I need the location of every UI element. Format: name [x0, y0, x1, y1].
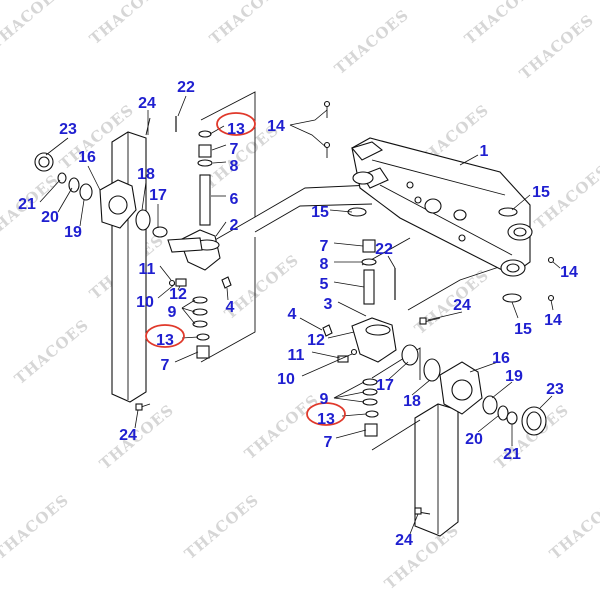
- callout-8: 8: [320, 256, 329, 273]
- callout-15: 15: [514, 321, 532, 338]
- callout-3: 3: [324, 296, 333, 313]
- callout-labels: 1141515141514222423161817212019137862111…: [18, 79, 578, 549]
- callout-15: 15: [532, 184, 550, 201]
- callout-24: 24: [395, 532, 413, 549]
- callout-14: 14: [560, 264, 578, 281]
- callout-11: 11: [288, 347, 305, 364]
- callout-10: 10: [136, 294, 154, 311]
- callout-9: 9: [320, 391, 329, 408]
- watermark: THACOES: [206, 0, 287, 48]
- callout-24: 24: [138, 95, 156, 112]
- callout-7: 7: [161, 357, 170, 374]
- watermark: THACOES: [11, 316, 92, 388]
- callout-18: 18: [403, 393, 421, 410]
- callout-5: 5: [320, 276, 329, 293]
- watermark: THACOES: [381, 521, 462, 593]
- callout-11: 11: [139, 261, 156, 278]
- callout-13: 13: [317, 411, 335, 428]
- callout-6: 6: [230, 191, 239, 208]
- watermark: THACOES: [241, 391, 322, 463]
- callout-16: 16: [78, 149, 96, 166]
- callout-15: 15: [311, 204, 329, 221]
- callout-12: 12: [307, 332, 325, 349]
- callout-18: 18: [137, 166, 155, 183]
- callout-14: 14: [544, 312, 562, 329]
- callout-9: 9: [168, 304, 177, 321]
- callout-19: 19: [505, 368, 523, 385]
- callout-10: 10: [277, 371, 295, 388]
- callout-7: 7: [230, 141, 239, 158]
- watermark: THACOES: [331, 6, 412, 78]
- watermark: THACOES: [86, 0, 167, 48]
- callout-2: 2: [230, 217, 239, 234]
- callout-21: 21: [503, 446, 521, 463]
- watermark: THACOES: [546, 491, 600, 563]
- callout-22: 22: [177, 79, 195, 96]
- callout-24: 24: [119, 427, 137, 444]
- callout-23: 23: [59, 121, 77, 138]
- axle-beam: [347, 137, 533, 303]
- highlight-ring-13: [306, 402, 346, 426]
- callout-7: 7: [320, 238, 329, 255]
- highlight-rings: [145, 112, 346, 426]
- callout-1: 1: [480, 143, 489, 160]
- callout-7: 7: [324, 434, 333, 451]
- callout-13: 13: [227, 121, 245, 138]
- callout-17: 17: [376, 377, 394, 394]
- callout-4: 4: [226, 299, 235, 316]
- watermark: THACOES: [181, 491, 262, 563]
- callout-20: 20: [465, 431, 483, 448]
- callout-4: 4: [288, 306, 297, 323]
- watermark: THACOES: [516, 11, 597, 83]
- callout-12: 12: [169, 286, 187, 303]
- callout-21: 21: [18, 196, 36, 213]
- right-kingpin-stack: [322, 239, 397, 437]
- watermark: THACOES: [0, 491, 72, 563]
- watermark: THACOES: [461, 0, 542, 48]
- callout-20: 20: [41, 209, 59, 226]
- highlight-ring-13: [216, 112, 256, 136]
- watermark: THACOES: [0, 0, 67, 53]
- callout-17: 17: [149, 187, 167, 204]
- right-hub-assembly: [401, 344, 547, 436]
- right-frame-column: [414, 403, 459, 537]
- leader-lines: [39, 95, 561, 535]
- callout-24: 24: [453, 297, 471, 314]
- highlight-ring-13: [145, 324, 185, 348]
- callout-16: 16: [492, 350, 510, 367]
- callout-13: 13: [156, 332, 174, 349]
- callout-22: 22: [375, 241, 393, 258]
- callout-14: 14: [267, 118, 285, 135]
- watermark: THACOES: [411, 266, 492, 338]
- callout-19: 19: [64, 224, 82, 241]
- callout-23: 23: [546, 381, 564, 398]
- callout-8: 8: [230, 158, 239, 175]
